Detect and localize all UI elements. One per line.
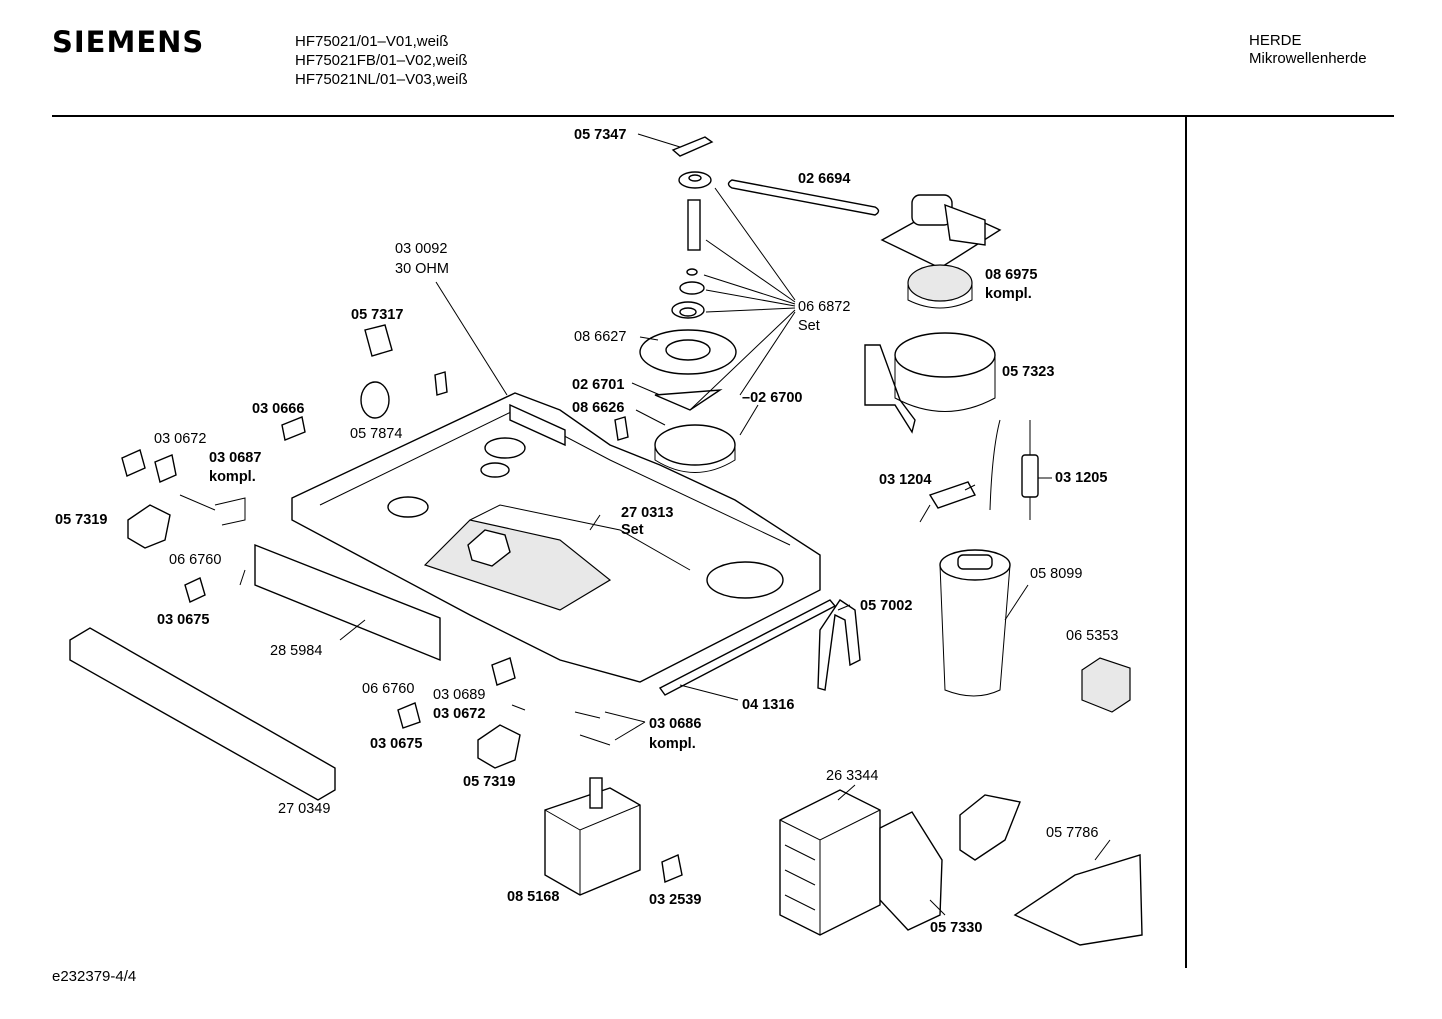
leader-lines <box>239 133 1111 916</box>
label-086627: 08 6627 <box>574 329 626 345</box>
microswitch-c <box>184 577 206 603</box>
lamp-socket <box>364 324 393 357</box>
label-066872: 06 6872 <box>798 299 850 315</box>
model-line: HF75021/01–V01,weiß <box>295 33 449 50</box>
label-085168: 08 5168 <box>507 889 559 905</box>
label-031204: 03 1204 <box>879 472 931 488</box>
waveguide-cover <box>254 543 441 662</box>
label-032539: 03 2539 <box>649 892 701 908</box>
side-divider <box>1185 117 1187 968</box>
clip-part-b <box>614 416 629 441</box>
spring-lever-b <box>574 711 611 746</box>
microswitch-b <box>154 454 177 483</box>
header-divider <box>52 115 1394 117</box>
trim-strip <box>69 627 336 801</box>
label-026694: 02 6694 <box>798 171 850 187</box>
label-030092: 03 0092 <box>395 241 447 257</box>
label-030672-top: 03 0672 <box>154 431 206 447</box>
relay <box>1081 657 1131 713</box>
category-subtitle: Mikrowellenherde <box>1249 50 1367 67</box>
label-086975-kompl: kompl. <box>985 286 1032 302</box>
label-030092-ohm: 30 OHM <box>395 261 449 277</box>
capacitor <box>939 549 1011 697</box>
fan-duct <box>864 332 996 434</box>
label-058099: 05 8099 <box>1030 566 1082 582</box>
hv-diode-bracket <box>959 794 1021 861</box>
label-030686: 03 0686 <box>649 716 701 732</box>
label-030666: 03 0666 <box>252 401 304 417</box>
label-263344: 26 3344 <box>826 768 878 784</box>
label-030686-kompl: kompl. <box>649 736 696 752</box>
thermostat-small <box>661 854 683 883</box>
transformer <box>779 789 881 936</box>
cavity-base-plate <box>291 392 821 683</box>
label-057323: 05 7323 <box>1002 364 1054 380</box>
drive-stack <box>639 136 737 473</box>
lamp-bulb <box>360 381 390 419</box>
brand-logo: SIEMENS <box>52 25 205 59</box>
label-057874: 05 7874 <box>350 426 402 442</box>
thermal-fuse-set <box>919 419 1039 523</box>
model-line: HF75021NL/01–V03,weiß <box>295 71 468 88</box>
label-086975: 08 6975 <box>985 267 1037 283</box>
microswitch-d <box>397 702 421 729</box>
label-066760-top: 06 6760 <box>169 552 221 568</box>
microswitch-a <box>121 449 146 477</box>
label-057319-left: 05 7319 <box>55 512 107 528</box>
model-list: HF75021/01–V01,weiß HF75021FB/01–V02,wei… <box>295 32 468 89</box>
mounting-clip <box>817 599 861 691</box>
label-030687-kompl: kompl. <box>209 469 256 485</box>
label-057330: 05 7330 <box>930 920 982 936</box>
label-030675-bottom: 03 0675 <box>370 736 422 752</box>
label-030675-top: 03 0675 <box>157 612 209 628</box>
label-057786: 05 7786 <box>1046 825 1098 841</box>
label-030689: 03 0689 <box>433 687 485 703</box>
belt <box>727 179 880 216</box>
switch-holder-b <box>477 724 521 769</box>
choke-strip <box>658 599 837 696</box>
magnetron <box>544 777 641 896</box>
label-066872-set: Set <box>798 318 820 334</box>
label-270349: 27 0349 <box>278 801 330 817</box>
label-030672-bottom: 03 0672 <box>433 706 485 722</box>
fuse-holder <box>281 416 306 441</box>
drawing-code: e232379-4/4 <box>52 968 137 985</box>
category-title: HERDE <box>1249 32 1302 49</box>
model-line: HF75021FB/01–V02,weiß <box>295 52 468 69</box>
part-labels: 05 7347 02 6694 03 0092 30 OHM 05 7317 0… <box>55 127 1118 936</box>
label-041316: 04 1316 <box>742 697 794 713</box>
spring-lever <box>179 494 246 526</box>
label-031205: 03 1205 <box>1055 470 1107 486</box>
insulation-sheet <box>879 811 943 931</box>
label-065353: 06 5353 <box>1066 628 1118 644</box>
label-086626: 08 6626 <box>572 400 624 416</box>
label-057347: 05 7347 <box>574 127 626 143</box>
label-057319-bottom: 05 7319 <box>463 774 515 790</box>
label-270313: 27 0313 <box>621 505 673 521</box>
label-285984: 28 5984 <box>270 643 322 659</box>
label-066760-bottom: 06 6760 <box>362 681 414 697</box>
base-plate-cover <box>1013 854 1143 946</box>
label-057002: 05 7002 <box>860 598 912 614</box>
fan-motor <box>880 194 1002 309</box>
label-026701: 02 6701 <box>572 377 624 393</box>
label-057317: 05 7317 <box>351 307 403 323</box>
switch-holder <box>127 504 171 549</box>
label-270313-set: Set <box>621 522 644 538</box>
label-026700: –02 6700 <box>742 390 802 406</box>
microswitch-e <box>491 657 516 686</box>
clip-part <box>434 371 448 396</box>
label-030687: 03 0687 <box>209 450 261 466</box>
category-block: HERDE Mikrowellenherde <box>1249 32 1367 68</box>
